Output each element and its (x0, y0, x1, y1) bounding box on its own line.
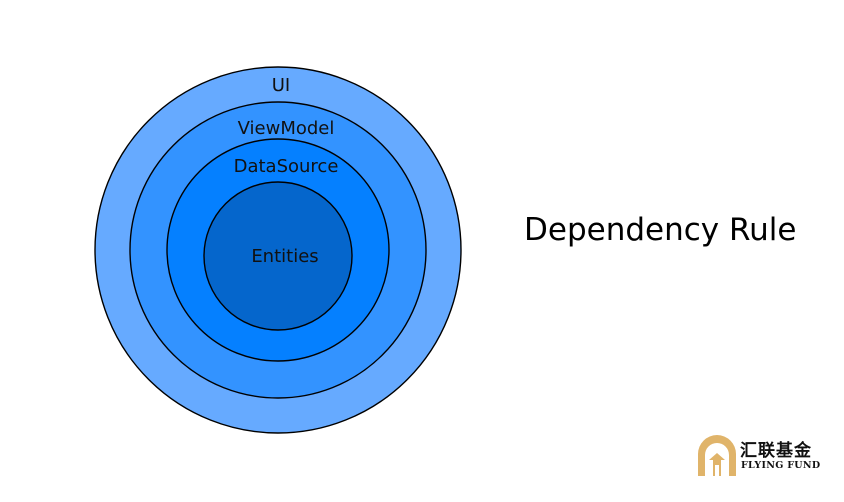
layer-label-datasource: DataSource (234, 156, 339, 177)
logo-figure (709, 453, 725, 476)
layer-label-viewmodel: ViewModel (238, 118, 335, 139)
logo-arch (698, 435, 736, 476)
brand-logo-icon (698, 435, 736, 476)
diagram-title: Dependency Rule (524, 212, 797, 248)
layer-label-entities: Entities (251, 246, 318, 267)
layer-label-ui: UI (272, 75, 290, 96)
brand-name-en: FLYING FUND (741, 460, 821, 471)
layer-core-entities (203, 181, 353, 331)
brand-logo: 汇联基金 FLYING FUND (694, 432, 820, 482)
logo-figure-gap (715, 465, 719, 476)
brand-name-cn: 汇联基金 (740, 441, 812, 461)
